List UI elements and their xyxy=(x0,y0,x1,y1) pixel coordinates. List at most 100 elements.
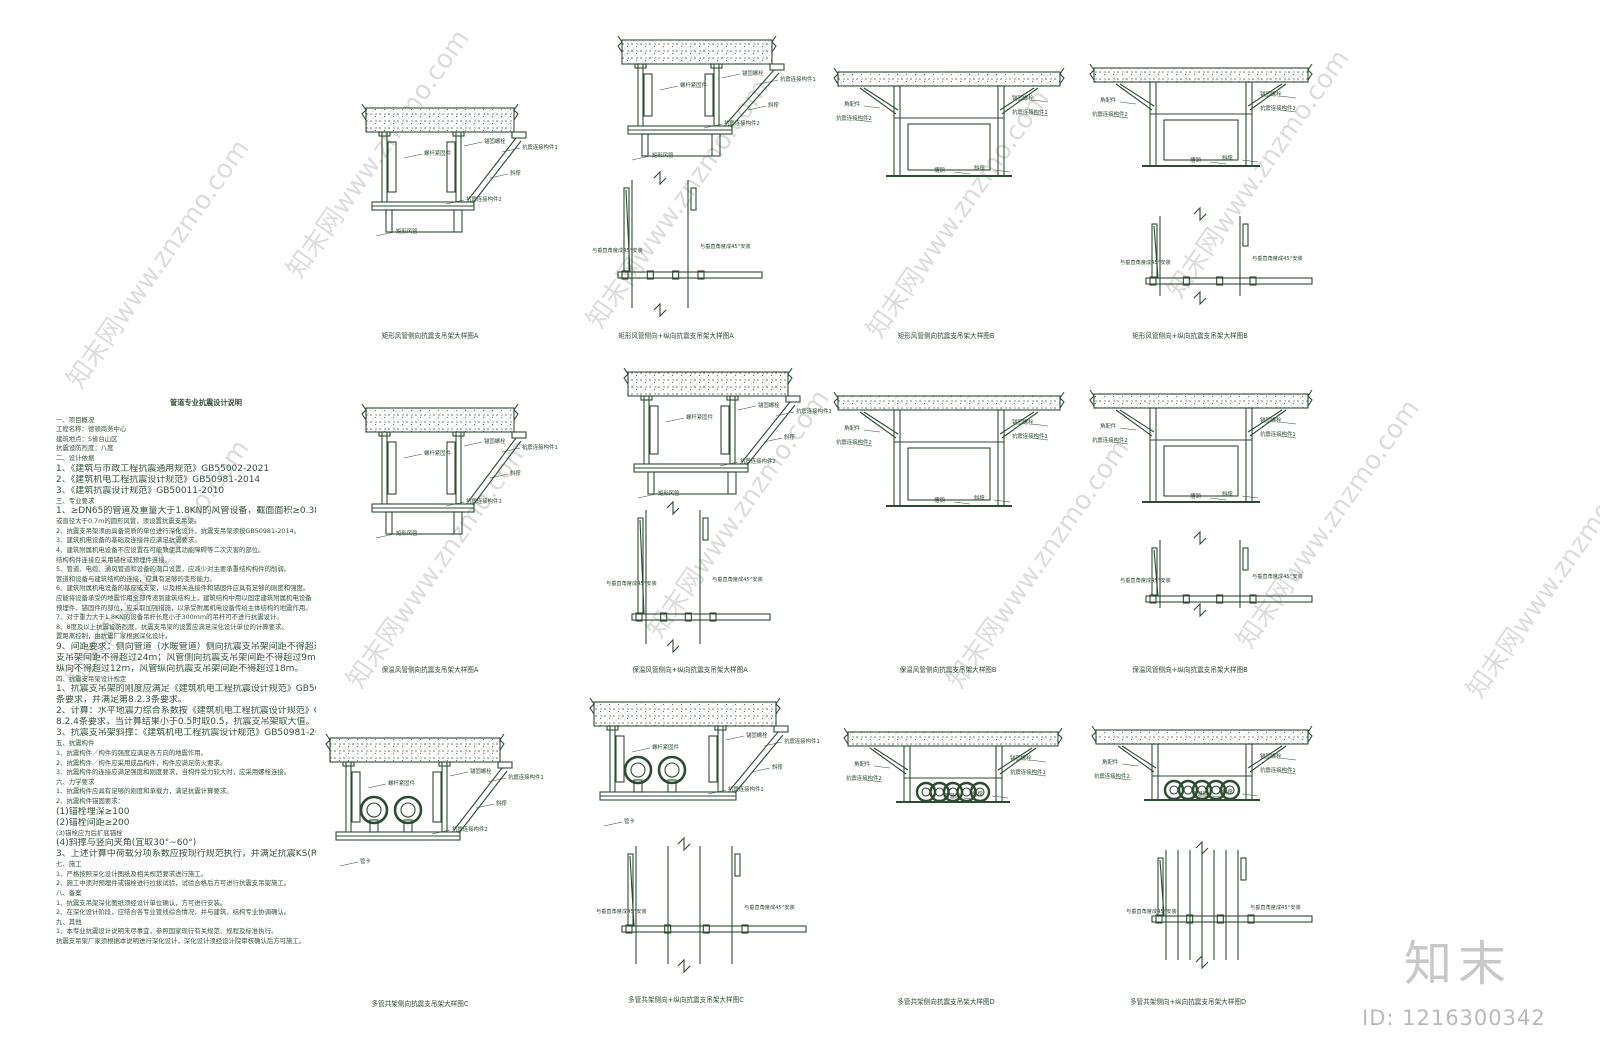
part-label: 抗震连接构件2 xyxy=(1094,772,1130,780)
note-line: 2、《建筑机电工程抗震设计规范》GB50981-2014 xyxy=(56,474,261,485)
rod-stiffener xyxy=(643,73,653,117)
leader-line xyxy=(445,199,465,205)
leader-line xyxy=(1279,421,1297,425)
rod-stiffener xyxy=(446,141,456,193)
leader-line xyxy=(1211,795,1229,799)
plan-channel xyxy=(1145,277,1313,285)
concrete-slab xyxy=(593,701,777,727)
angle-note: 与垂直角度成45°安装 xyxy=(592,246,643,254)
plan-brace xyxy=(1151,223,1158,279)
detail-caption: 矩形风管侧向+纵向抗震支吊架大样图B xyxy=(1132,331,1248,340)
part-label: 斜撑 xyxy=(772,763,783,771)
note-line: 8、8度及以上抗震设防烈度，抗震支吊架的设置应满足深化设计单位的计算要求。 xyxy=(56,622,288,631)
diagonal-brace xyxy=(1247,745,1283,769)
rod-stiffener xyxy=(708,735,718,783)
plan-brace-line xyxy=(1153,549,1159,597)
leader-line xyxy=(953,501,971,505)
break-mark xyxy=(361,403,367,421)
plan-brace-line xyxy=(1153,225,1159,279)
break-mark xyxy=(325,733,331,751)
detail-caption: 矩形风管侧向抗震支吊架大样图B xyxy=(898,331,995,340)
note-line: 一、项目概况 xyxy=(56,415,95,424)
plan-clamp xyxy=(672,270,680,280)
break-mark xyxy=(843,727,849,745)
part-label: 斜撑 xyxy=(972,790,983,798)
leader-line xyxy=(993,169,1011,173)
plan-brace xyxy=(1242,223,1249,247)
detail-caption: 多管共架侧向+纵向抗震支吊架大样图C xyxy=(628,995,744,1004)
part-label: 斜撑 xyxy=(1222,788,1233,796)
angle-note: 与垂直角度成45°安装 xyxy=(1120,576,1171,584)
part-label: 锚固螺栓 xyxy=(484,437,506,445)
detail-caption: 多管共架侧向抗震支吊架大样图C xyxy=(372,999,469,1008)
concrete-slab xyxy=(329,737,501,763)
break-mark xyxy=(1089,389,1095,407)
part-label: 抗震连接构件1 xyxy=(522,443,558,451)
leader-line xyxy=(449,771,469,777)
break-mark xyxy=(1059,67,1065,85)
watermark-text-group: 知末网www.znzmo.com xyxy=(1161,44,1355,304)
break-mark xyxy=(1059,391,1065,409)
note-line: 2、抗震构件／构件应采用成品构件，构件应满足防火要求。 xyxy=(56,758,227,767)
pipe-inner xyxy=(975,787,985,797)
plan-clamp xyxy=(635,612,643,622)
diagonal-brace xyxy=(859,87,897,115)
rod-stiffener xyxy=(446,441,456,495)
break-mark xyxy=(513,403,519,421)
rod-base xyxy=(438,761,451,767)
plan-clamp xyxy=(1247,914,1255,924)
watermark-text-group: 知末网www.znzmo.com xyxy=(941,434,1135,694)
note-line: (2)锚栓间距≥200 xyxy=(56,817,130,828)
note-line: 1、严格按照深化设计图纸及相关规范要求进行施工。 xyxy=(56,869,208,878)
note-line: 管道和设备与建筑结构的连接，应具有足够的变形能力。 xyxy=(56,574,216,583)
leader-line xyxy=(865,779,883,783)
leader-line xyxy=(725,735,745,741)
pipe-inner xyxy=(664,762,680,778)
watermark-text: 知末网www.znzmo.com xyxy=(341,434,535,694)
frame-post xyxy=(995,745,1003,803)
part-label: 斜撑 xyxy=(496,799,507,807)
plan-brace xyxy=(690,187,697,211)
note-line: 七、施工 xyxy=(56,860,82,869)
plan-brace xyxy=(702,517,709,541)
plan-clamp xyxy=(646,270,654,280)
part-label: 锚固螺栓 xyxy=(1260,416,1282,424)
plan-clamp xyxy=(1155,914,1163,924)
break-mark xyxy=(1193,530,1207,546)
note-line: 八、备案 xyxy=(56,889,82,897)
angle-note: 与垂直角度成45°安装 xyxy=(1126,907,1177,915)
watermark-text-group: 知末网www.znzmo.com xyxy=(61,134,255,394)
break-mark xyxy=(653,170,667,186)
leader-line xyxy=(445,501,465,507)
angle-note: 与垂直角度成45°安装 xyxy=(1252,254,1303,262)
note-line: 三、专业要求 xyxy=(56,496,95,505)
detail-caption: 保温风管侧向+纵向抗震支吊架大样图A xyxy=(632,665,748,674)
note-line: 3、《建筑抗震设计规范》GB50011-2010 xyxy=(56,485,225,496)
note-line: 置距离控制，由抗震厂家根据深化设计。 xyxy=(56,632,172,641)
pipe-inner xyxy=(400,802,416,818)
part-label: 斜撑 xyxy=(784,433,795,441)
note-line: 1、抗震构件／构件的强度应满足各方向的地震作用。 xyxy=(56,749,208,758)
leader-line xyxy=(863,429,881,433)
leader-line xyxy=(659,85,679,91)
part-label: 锚固螺栓 xyxy=(758,401,780,409)
leader-line xyxy=(631,747,651,753)
angle-note: 与垂直角度成45°安装 xyxy=(744,903,795,911)
leader-line xyxy=(1031,113,1049,117)
concrete-slab xyxy=(1093,393,1309,409)
pipe xyxy=(1191,779,1213,801)
pipe-inner xyxy=(1225,785,1235,795)
part-label: 螺杆紧固件 xyxy=(686,413,714,421)
leader-line xyxy=(1279,757,1297,761)
brace-bracket xyxy=(785,395,801,403)
detail-caption: 保温风管侧向+纵向抗震支吊架大样图B xyxy=(1132,665,1248,674)
plan-brace-line xyxy=(639,519,645,615)
plan-brace xyxy=(1242,547,1249,571)
plan-clamp xyxy=(1182,594,1190,604)
break-mark xyxy=(1089,63,1095,81)
part-label: 锚固螺栓 xyxy=(742,69,764,77)
part-label: 抗震连接构件1 xyxy=(1260,104,1296,112)
diagonal-brace xyxy=(997,747,1033,771)
diagonal-brace xyxy=(859,411,897,439)
